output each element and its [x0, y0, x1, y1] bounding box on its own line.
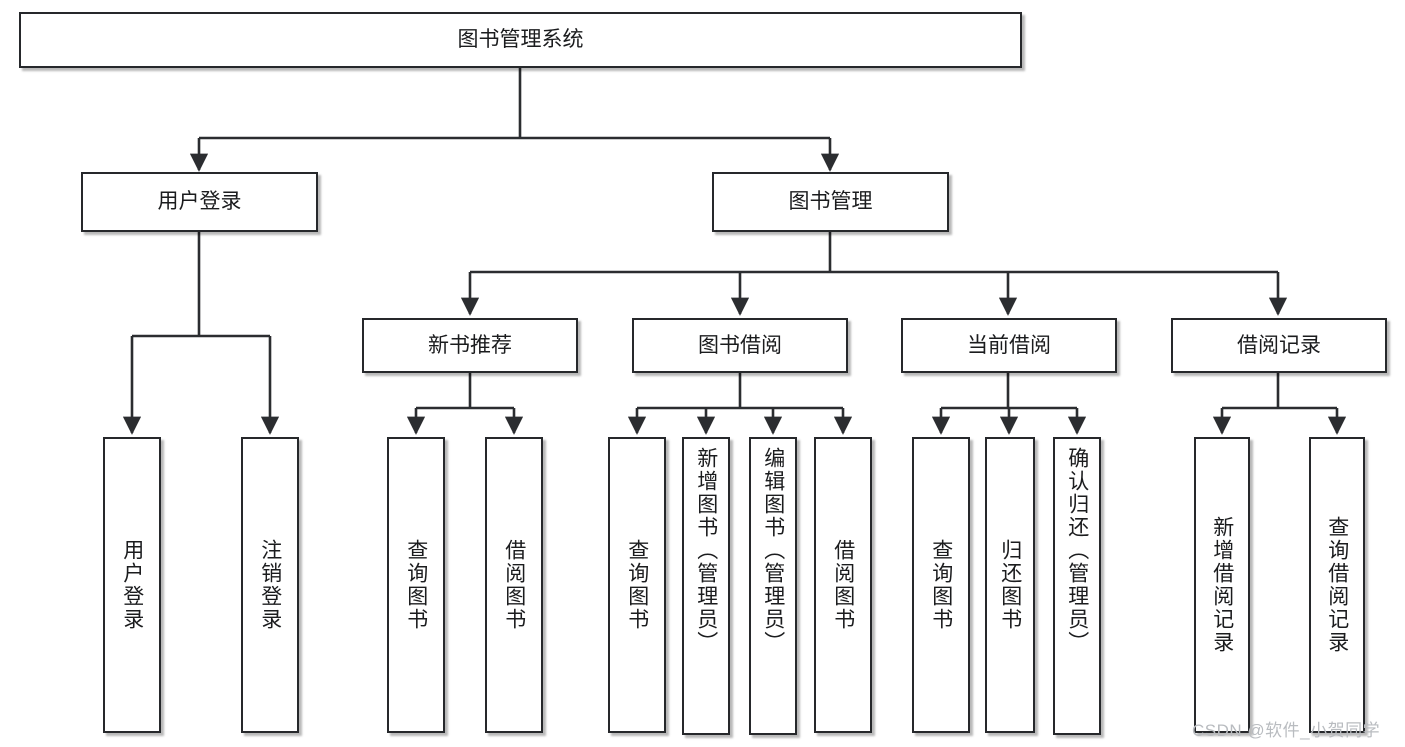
node-book-management[interactable]: 图书管理: [712, 172, 949, 232]
leaf-query-book-current[interactable]: 查询图书: [912, 437, 970, 733]
leaf-query-borrow-record-label: 查询借阅记录: [1325, 516, 1349, 654]
leaf-confirm-return-admin[interactable]: 确认归还（管理员）: [1053, 437, 1101, 735]
node-book-management-label: 图书管理: [788, 190, 873, 214]
node-current-borrow[interactable]: 当前借阅: [901, 318, 1117, 373]
leaf-add-borrow-record-label: 新增借阅记录: [1210, 516, 1234, 654]
node-book-borrow-label: 图书借阅: [698, 333, 782, 357]
leaf-add-book-admin-label: 新增图书（管理员）: [694, 447, 718, 654]
leaf-edit-book-admin-label: 编辑图书（管理员）: [761, 447, 785, 654]
node-root[interactable]: 图书管理系统: [19, 12, 1022, 68]
node-user-login[interactable]: 用户登录: [81, 172, 318, 232]
csdn-watermark: CSDN @软件_小贺同学: [1192, 721, 1381, 740]
leaf-add-borrow-record[interactable]: 新增借阅记录: [1194, 437, 1250, 733]
leaf-borrow-book-borrow-label: 借阅图书: [831, 539, 855, 631]
leaf-confirm-return-admin-label: 确认归还（管理员）: [1065, 447, 1089, 654]
leaf-borrow-book-borrow[interactable]: 借阅图书: [814, 437, 872, 733]
leaf-borrow-book-recommend[interactable]: 借阅图书: [485, 437, 543, 733]
leaf-logout[interactable]: 注销登录: [241, 437, 299, 733]
leaf-borrow-book-recommend-label: 借阅图书: [502, 539, 526, 631]
node-root-label: 图书管理系统: [457, 28, 584, 52]
leaf-query-book-recommend-label: 查询图书: [404, 539, 428, 631]
node-new-book-recommend-label: 新书推荐: [428, 333, 512, 357]
node-borrow-record[interactable]: 借阅记录: [1171, 318, 1387, 373]
leaf-return-book-label: 归还图书: [998, 539, 1022, 631]
leaf-return-book[interactable]: 归还图书: [985, 437, 1035, 733]
leaf-edit-book-admin[interactable]: 编辑图书（管理员）: [749, 437, 797, 735]
node-current-borrow-label: 当前借阅: [967, 333, 1051, 357]
leaf-query-book-current-label: 查询图书: [929, 539, 953, 631]
node-new-book-recommend[interactable]: 新书推荐: [362, 318, 578, 373]
node-book-borrow[interactable]: 图书借阅: [632, 318, 848, 373]
leaf-query-book-recommend[interactable]: 查询图书: [387, 437, 445, 733]
node-user-login-label: 用户登录: [157, 190, 242, 214]
leaf-user-login-label: 用户登录: [120, 539, 144, 631]
node-borrow-record-label: 借阅记录: [1237, 333, 1321, 357]
leaf-query-borrow-record[interactable]: 查询借阅记录: [1309, 437, 1365, 733]
leaf-user-login[interactable]: 用户登录: [103, 437, 161, 733]
leaf-logout-label: 注销登录: [258, 539, 282, 631]
leaf-add-book-admin[interactable]: 新增图书（管理员）: [682, 437, 730, 735]
leaf-query-book-borrow[interactable]: 查询图书: [608, 437, 666, 733]
leaf-query-book-borrow-label: 查询图书: [625, 539, 649, 631]
